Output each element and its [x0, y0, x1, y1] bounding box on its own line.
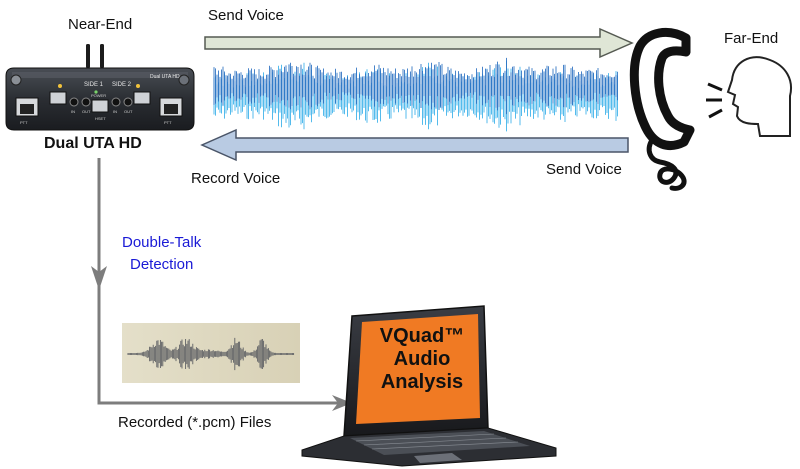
screen-line-audio: Audio	[393, 348, 451, 370]
connector	[49, 91, 67, 105]
screen-line-analysis: Analysis	[380, 371, 464, 393]
voice-waveform	[213, 57, 618, 132]
port-label: HSET	[95, 116, 106, 121]
speech-line	[708, 108, 723, 119]
status-led	[58, 84, 62, 88]
record-voice-arrow	[200, 128, 629, 162]
double-talk-label-line1: Double-Talk	[122, 234, 202, 251]
dual-uta-hd-device: SIDE 1 SIDE 2 Dual UTA HD POWER PTT IN O…	[5, 44, 195, 131]
screen-line-vquad: VQuad™	[379, 325, 465, 347]
laptop-screen	[356, 314, 480, 424]
laptop-screen-text: VQuad™ Audio Analysis	[372, 325, 472, 394]
port-label: OUT	[124, 109, 133, 114]
right-arrowhead	[332, 395, 352, 411]
side1-label: SIDE 1	[84, 82, 104, 88]
antenna-left	[86, 44, 90, 68]
speech-line	[707, 82, 723, 92]
audio-jack	[81, 97, 91, 107]
power-label: POWER	[91, 93, 106, 98]
port-label: IN	[71, 109, 75, 114]
screw-icon	[10, 74, 22, 86]
audio-jack	[69, 97, 79, 107]
connector	[91, 99, 109, 113]
double-talk-label-line2: Detection	[130, 256, 194, 273]
laptop-icon	[301, 305, 557, 467]
recording-flow-line	[91, 158, 352, 411]
audio-jack	[111, 97, 121, 107]
send-voice-arrow	[204, 27, 634, 59]
recorded-waveform-icon	[122, 323, 300, 383]
port-label: OUT	[82, 109, 91, 114]
touchpad	[414, 453, 462, 463]
speaking-head-icon	[706, 56, 792, 137]
send-voice-bottom-label: Send Voice	[546, 161, 622, 178]
audio-jack	[123, 97, 133, 107]
far-end-label: Far-End	[724, 30, 779, 47]
down-arrowhead	[91, 266, 107, 290]
status-led	[136, 84, 140, 88]
send-voice-top-label: Send Voice	[208, 7, 284, 24]
side2-label: SIDE 2	[112, 82, 132, 88]
device-brand-label: Dual UTA HD	[150, 74, 180, 80]
near-end-label: Near-End	[68, 16, 133, 33]
record-voice-label: Record Voice	[191, 170, 281, 187]
recorded-files-label: Recorded (*.pcm) Files	[118, 414, 272, 431]
port-label: IN	[113, 109, 117, 114]
antenna-right	[100, 44, 104, 68]
power-led	[94, 90, 98, 94]
phone-handset-icon	[629, 27, 695, 191]
device-name-label: Dual UTA HD	[44, 135, 142, 152]
connector	[133, 91, 151, 105]
phone-cord	[646, 137, 687, 191]
port-label: PTT	[164, 120, 172, 125]
port-label: PTT	[20, 120, 28, 125]
